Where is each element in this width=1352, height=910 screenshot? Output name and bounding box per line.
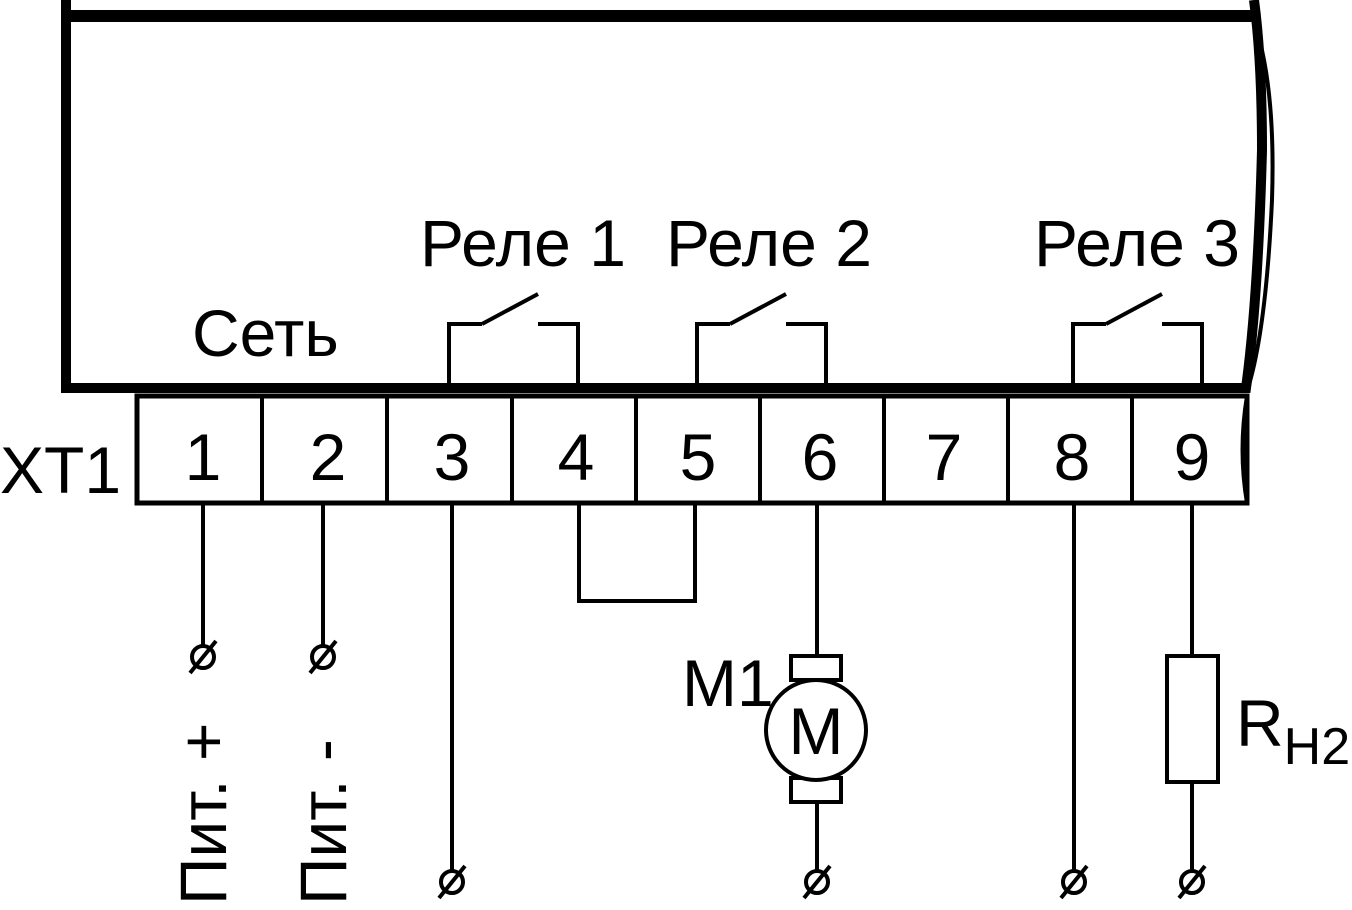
relay-3-label: Реле 3 — [1034, 206, 1240, 280]
motor-designator: M1 — [682, 646, 774, 720]
terminal-7: 7 — [926, 420, 963, 494]
terminal-3: 3 — [434, 420, 471, 494]
power-plus-label: Пит. + — [166, 723, 240, 905]
terminal-9: 9 — [1174, 420, 1211, 494]
terminal-4: 4 — [558, 420, 595, 494]
terminal-block — [134, 393, 1250, 506]
terminal-block-label: XT1 — [0, 433, 121, 507]
motor-top-brush — [789, 654, 843, 682]
relay-1-label: Реле 1 — [420, 206, 626, 280]
terminal-3-clamp — [437, 864, 467, 900]
power-minus-label: Пит. - — [286, 739, 360, 905]
relay-1-contact — [447, 292, 580, 384]
resistor-body — [1165, 654, 1220, 784]
relay-2-label: Реле 2 — [666, 206, 872, 280]
resistor-label-main: R — [1236, 686, 1284, 760]
resistor-clamp — [1177, 864, 1207, 900]
terminal-8: 8 — [1054, 420, 1091, 494]
motor-body — [764, 678, 868, 782]
terminal-1: 1 — [185, 420, 222, 494]
terminal-2: 2 — [310, 420, 347, 494]
network-label: Сеть — [192, 296, 339, 370]
resistor-label-sub: H2 — [1284, 718, 1350, 776]
motor-symbol: M — [789, 694, 844, 768]
relay-2-contact — [695, 292, 828, 384]
terminal-6: 6 — [802, 420, 839, 494]
jumper-4-5 — [577, 503, 697, 603]
terminal-5: 5 — [680, 420, 717, 494]
housing-right-curve — [1246, 15, 1275, 389]
resistor-label: RH2 — [1236, 686, 1350, 776]
relay-3-contact — [1071, 292, 1204, 384]
motor-clamp — [802, 864, 832, 900]
terminal-8-clamp — [1059, 864, 1089, 900]
power-plus-clamp — [188, 639, 218, 675]
terminal-block-right-curve — [1240, 395, 1249, 504]
device-housing — [61, 0, 1268, 393]
terminal-dividers — [260, 396, 1134, 503]
power-minus-clamp — [308, 639, 338, 675]
